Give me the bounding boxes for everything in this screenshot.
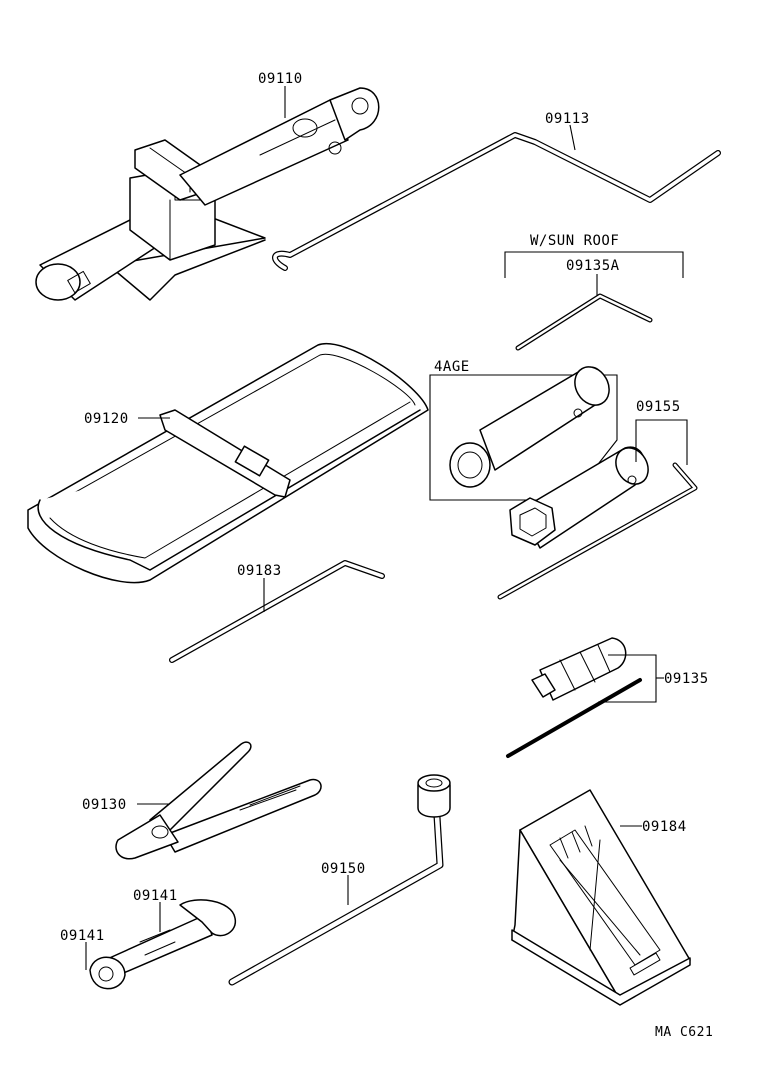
lug-wrench-part-number: 09150 — [321, 861, 366, 877]
sunroof-bracket — [504, 251, 684, 278]
pliers-drawing — [115, 741, 322, 860]
sunroof-wrench-drawing — [515, 293, 653, 351]
spanner-a-part-number: 09141 — [60, 928, 105, 944]
screwdriver-part-number: 09135 — [664, 671, 709, 687]
jack-drawing — [35, 87, 380, 301]
plug-wrench-bar-drawing — [497, 462, 698, 600]
spanner-wrenches-drawing — [89, 899, 237, 990]
tool-bag-part-number: 09120 — [84, 411, 129, 427]
wheel-chock-part-number: 09184 — [642, 819, 687, 835]
jack-part-number: 09110 — [258, 71, 303, 87]
tool-bag-drawing — [27, 342, 429, 584]
sunroof-group-label: W/SUN ROOF — [530, 233, 619, 249]
jack-handle-drawing — [272, 132, 721, 271]
spark-plug-socket-drawing — [509, 446, 649, 549]
lug-wrench-drawing — [228, 774, 451, 986]
plug-wrench-bracket — [635, 419, 688, 465]
spark-plug-socket-4age-drawing — [449, 366, 610, 488]
hex-wrench-part-number: 09183 — [237, 563, 282, 579]
plug-wrench-part-number: 09155 — [636, 399, 681, 415]
figure-code: MA C621 — [655, 1025, 713, 1040]
spanner-b-part-number: 09141 — [133, 888, 178, 904]
pliers-part-number: 09130 — [82, 797, 127, 813]
screwdriver-drawing — [506, 637, 642, 758]
sunroof-wrench-part-number: 09135A — [566, 258, 620, 274]
engine-group-label: 4AGE — [434, 359, 470, 375]
jack-handle-leader-line — [569, 124, 576, 151]
jack-handle-part-number: 09113 — [545, 111, 590, 127]
hex-wrench-drawing — [169, 560, 385, 663]
wheel-chock-drawing — [511, 789, 691, 1006]
